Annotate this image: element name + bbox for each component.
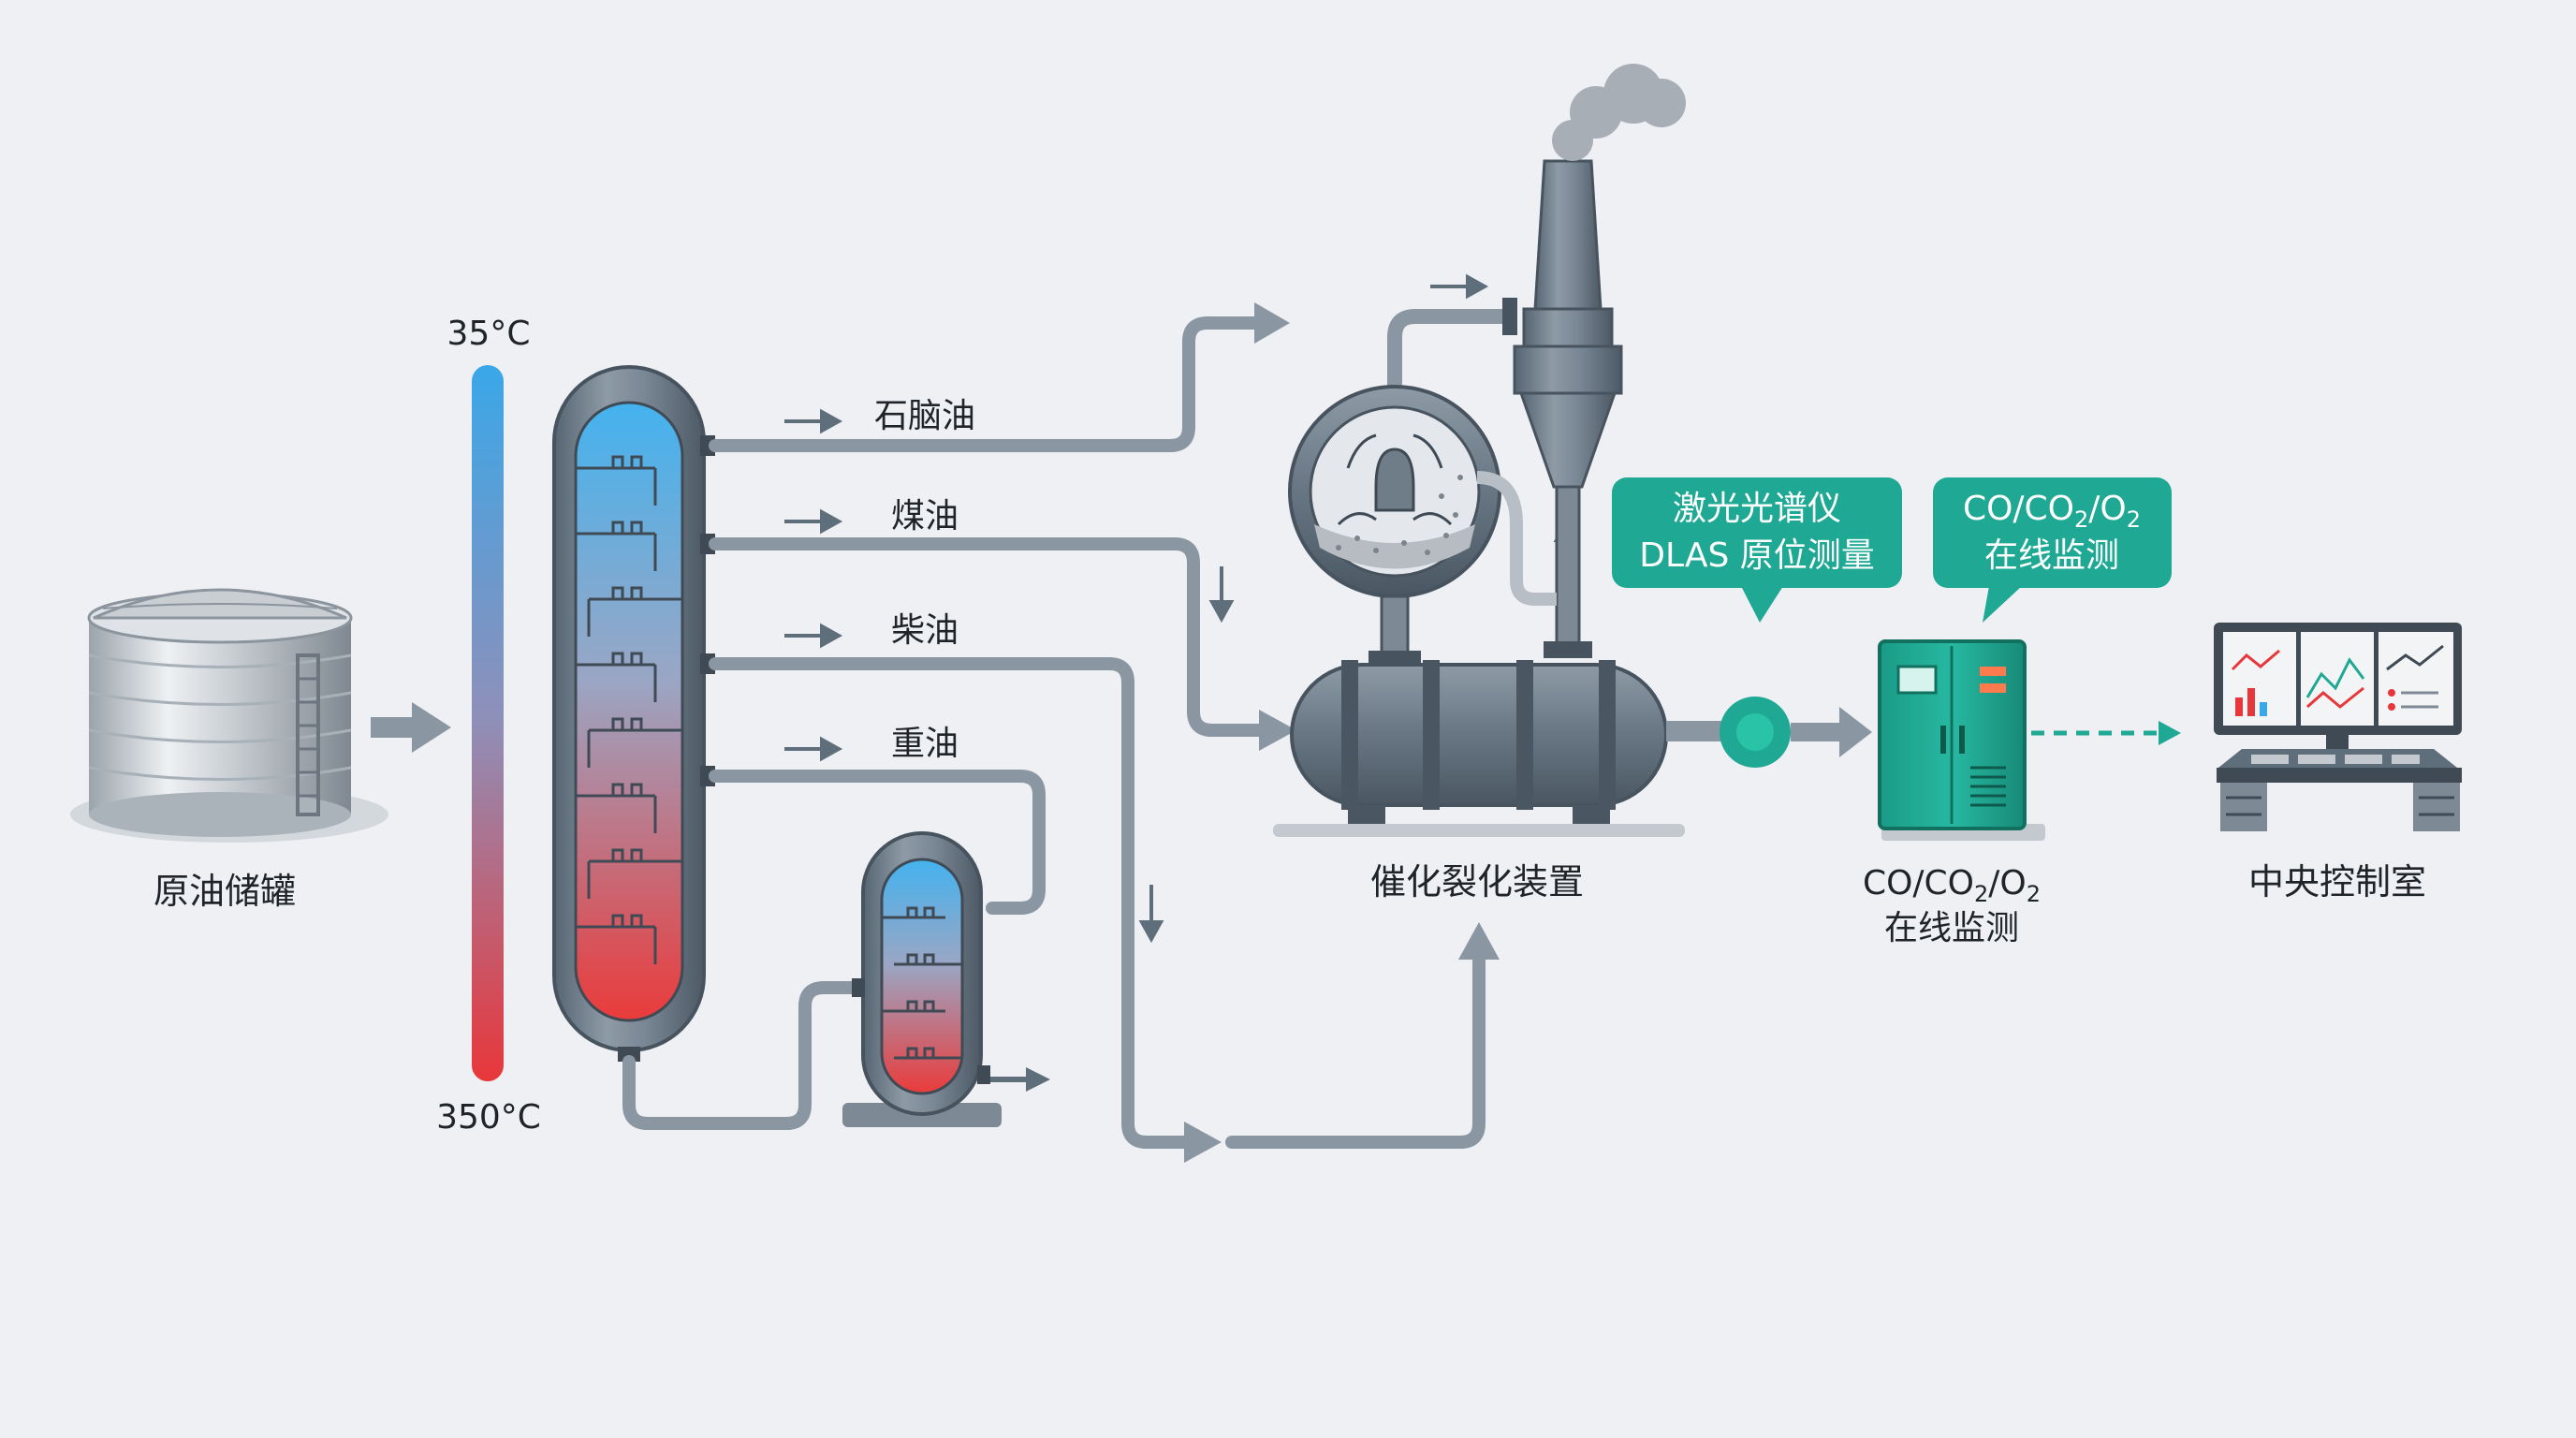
control-room-console <box>2214 623 2462 831</box>
analyzer-label-line2: 在线监测 <box>1884 909 2019 947</box>
fcc-label: 催化裂化装置 <box>1370 861 1584 902</box>
monitor-callout-line1: CO/CO2/O2 <box>1963 490 2141 533</box>
monitor-callout-line2: 在线监测 <box>1984 536 2119 575</box>
dlas-sensor <box>1720 697 1872 768</box>
secondary-vessel <box>842 831 1050 1127</box>
feed-arrow <box>371 702 451 753</box>
data-link-arrow <box>2031 721 2181 745</box>
temp-top-label: 35°C <box>447 315 531 353</box>
dlas-callout-line2: DLAS 原位测量 <box>1639 536 1875 575</box>
temperature-gradient-bar <box>472 365 504 1081</box>
smoke-icon <box>1552 64 1686 161</box>
product-diesel: 柴油 <box>891 611 959 650</box>
crude-oil-tank <box>70 588 388 843</box>
dlas-callout <box>1612 477 1902 623</box>
pipe-arrowheads <box>1184 302 1500 1163</box>
product-naphtha: 石脑油 <box>874 397 975 435</box>
fcc-unit <box>1273 64 1722 837</box>
product-pipes <box>622 316 1486 1149</box>
chart-monitor-icon <box>2231 644 2444 716</box>
temp-bottom-label: 350°C <box>436 1098 541 1137</box>
product-heavy-oil: 重油 <box>891 725 959 763</box>
monitor-callout <box>1933 477 2172 623</box>
analyzer-label-line1: CO/CO2/O2 <box>1863 864 2041 907</box>
product-kerosene: 煤油 <box>891 497 959 536</box>
control-room-label: 中央控制室 <box>2248 861 2426 902</box>
tank-label: 原油储罐 <box>154 871 296 912</box>
distillation-column <box>552 365 715 1062</box>
dlas-callout-line1: 激光光谱仪 <box>1673 490 1841 528</box>
analyzer-cabinet <box>1878 639 2045 841</box>
